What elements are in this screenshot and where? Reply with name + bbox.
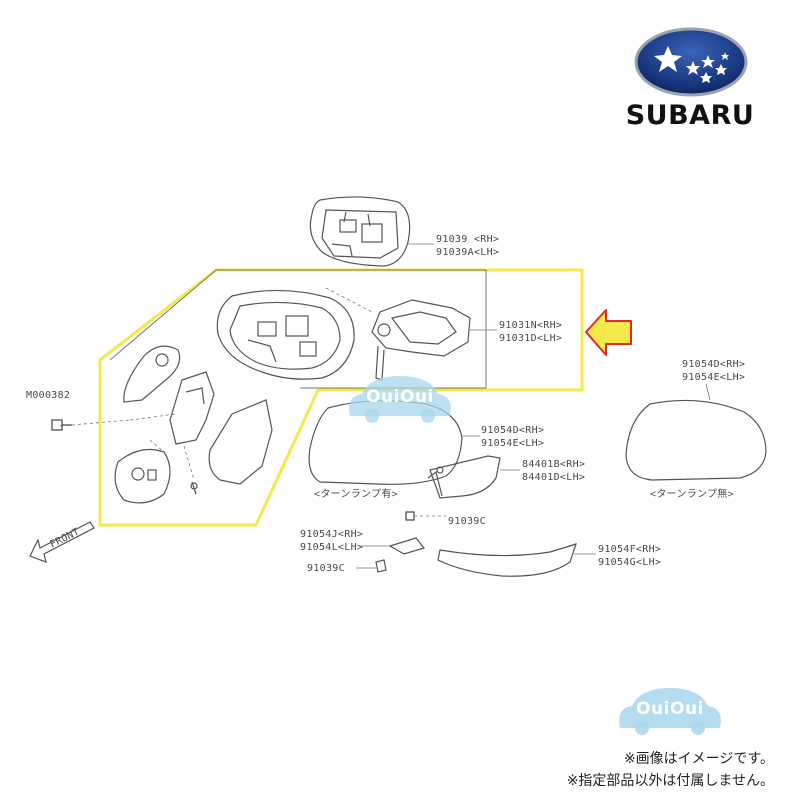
screw-part <box>405 511 446 521</box>
part-label: 91054D<RH> <box>682 359 745 370</box>
highlight-arrow <box>585 309 632 356</box>
part-label: 91054F<RH> <box>598 544 661 555</box>
part-label: 91054D<RH> <box>481 425 544 436</box>
note-image-only: ※画像はイメージです。 <box>623 751 774 767</box>
mirror-cover-without-lamp <box>625 399 767 481</box>
part-label: M000382 <box>26 390 70 401</box>
part-label: 91031D<LH> <box>499 333 562 344</box>
watermark-badge: OuiOui <box>342 366 458 424</box>
part-label: 91054G<LH> <box>598 557 661 568</box>
part-label: 91039 <RH> <box>436 234 499 245</box>
brand-name: SUBARU <box>626 100 755 131</box>
mirror-actuator-part <box>371 299 471 381</box>
watermark-text: OuiOui <box>366 387 434 407</box>
mirror-housing-part <box>216 289 355 380</box>
part-label: 91039C <box>448 516 486 527</box>
garnish-strip-part <box>437 543 577 577</box>
part-label: 91039C <box>307 563 345 574</box>
car-icon <box>349 376 451 423</box>
part-label: 91054E<LH> <box>481 438 544 449</box>
watermark-text: OuiOui <box>636 699 704 719</box>
bracket-part <box>375 537 426 573</box>
part-label: 91039A<LH> <box>436 247 499 258</box>
part-label: 84401B<RH> <box>522 459 585 470</box>
note-parts-not-included: ※指定部品以外は付属しません。 <box>566 773 774 789</box>
part-label: 91054E<LH> <box>682 372 745 383</box>
turn-lamp-part <box>427 455 501 499</box>
part-label: 91031N<RH> <box>499 320 562 331</box>
caption-with-turn-lamp: <ターンランプ有> <box>314 487 398 500</box>
screw-part <box>51 419 72 431</box>
mirror-glass-part <box>309 196 411 267</box>
front-direction-arrow <box>29 521 95 563</box>
mirror-base-parts <box>114 345 273 504</box>
highlight-box <box>98 268 584 527</box>
part-label: 91054J<RH> <box>300 529 363 540</box>
watermark-badge: OuiOui <box>612 678 728 736</box>
part-label: 91054L<LH> <box>300 542 363 553</box>
part-label: 84401D<LH> <box>522 472 585 483</box>
car-icon <box>619 688 721 735</box>
front-label: FRONT <box>48 527 81 551</box>
caption-without-turn-lamp: <ターンランプ無> <box>650 487 734 500</box>
part-labels: 91039 <RH> 91039A<LH> 91031N<RH> 91031D<… <box>26 234 745 574</box>
subaru-logo: SUBARU <box>626 27 755 131</box>
